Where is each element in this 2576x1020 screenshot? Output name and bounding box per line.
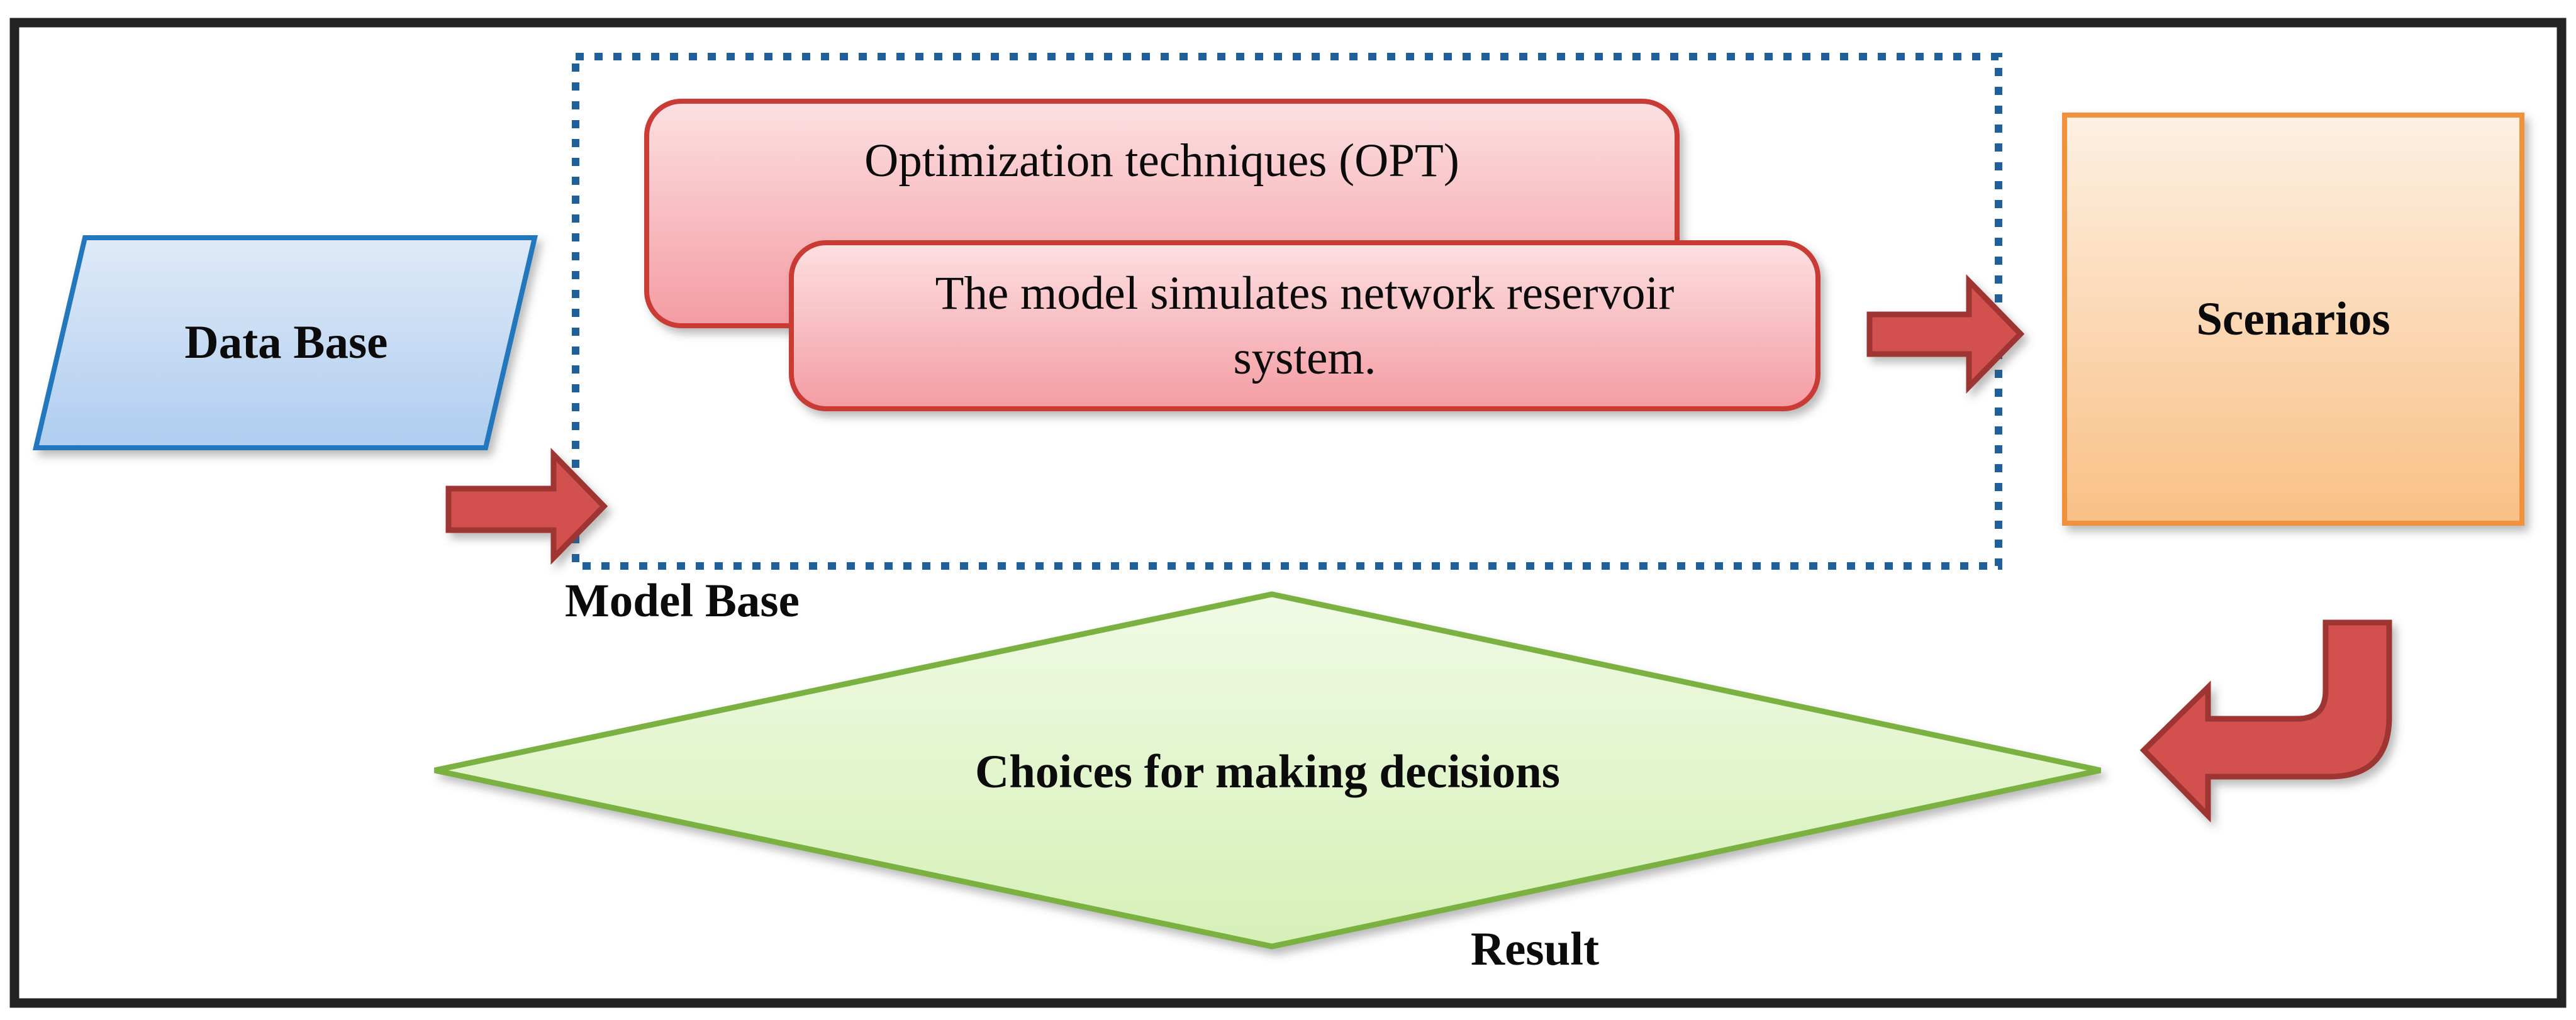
data-base-shape xyxy=(32,235,538,450)
simulation-box-line1: The model simulates network reservoir xyxy=(935,267,1675,319)
model-base-dotted-boundary xyxy=(572,53,2002,570)
decision-diamond-shape xyxy=(434,591,2101,950)
decision-diamond-label: Choices for making decisions xyxy=(975,745,1560,798)
optimization-box-label: Optimization techniques (OPT) xyxy=(864,135,1459,187)
scenarios-label: Scenarios xyxy=(2196,292,2390,345)
model-base-caption: Model Base xyxy=(565,575,800,627)
simulation-box-shape xyxy=(789,240,1820,411)
scenarios-shape xyxy=(2062,113,2524,526)
simulation-box-line2: system. xyxy=(1233,332,1376,384)
data-base-label: Data Base xyxy=(184,316,388,369)
outer-frame xyxy=(9,18,2567,1008)
simulation-box-label: The model simulates network reservoir sy… xyxy=(811,243,1798,409)
arrow-database-to-modelbase-icon xyxy=(445,447,608,565)
arrow-modelbase-to-scenarios-icon xyxy=(1866,274,2025,394)
arrow-scenarios-to-result-icon xyxy=(2139,619,2392,823)
result-caption: Result xyxy=(1470,923,1600,975)
